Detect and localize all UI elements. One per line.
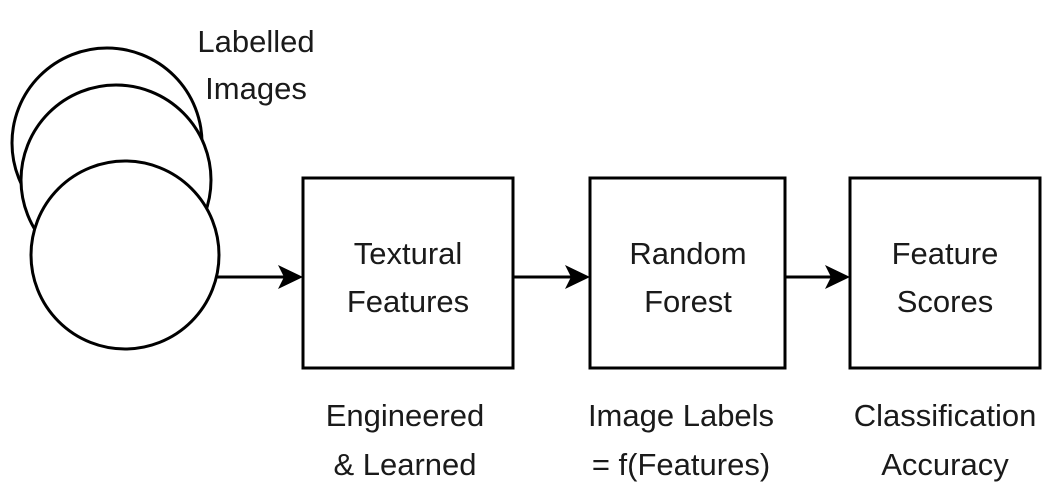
caption-image-labels-line2: = f(Features) — [592, 447, 770, 482]
node-title-line1: Textural — [354, 236, 463, 271]
node-feature-scores: Feature Scores — [848, 176, 1042, 370]
caption-image-labels-line1: Image Labels — [588, 398, 774, 433]
node-box — [301, 176, 515, 370]
caption-classification-line1: Classification — [854, 398, 1037, 433]
node-title-line1: Feature — [892, 236, 999, 271]
caption-engineered-line1: Engineered — [326, 398, 485, 433]
connector-forest-to-scores — [785, 265, 850, 289]
node-title-line2: Scores — [897, 284, 993, 319]
caption-engineered-line2: & Learned — [333, 447, 476, 482]
node-textural-features: Textural Features — [301, 176, 515, 370]
arrowhead — [278, 265, 303, 289]
labelled-images-stack — [10, 46, 221, 351]
node-title-line2: Forest — [644, 284, 732, 319]
arrowhead — [825, 265, 850, 289]
connector-features-to-forest — [513, 265, 590, 289]
caption-classification-line2: Accuracy — [881, 447, 1009, 482]
arrowhead — [565, 265, 590, 289]
node-box — [588, 176, 787, 370]
input-label-line2: Images — [205, 71, 307, 106]
node-box — [848, 176, 1042, 370]
node-random-forest: Random Forest — [588, 176, 787, 370]
node-title-line2: Features — [347, 284, 469, 319]
connector-images-to-features — [217, 265, 303, 289]
input-label-line1: Labelled — [197, 24, 314, 59]
image-circle-front — [29, 159, 221, 351]
node-title-line1: Random — [629, 236, 746, 271]
